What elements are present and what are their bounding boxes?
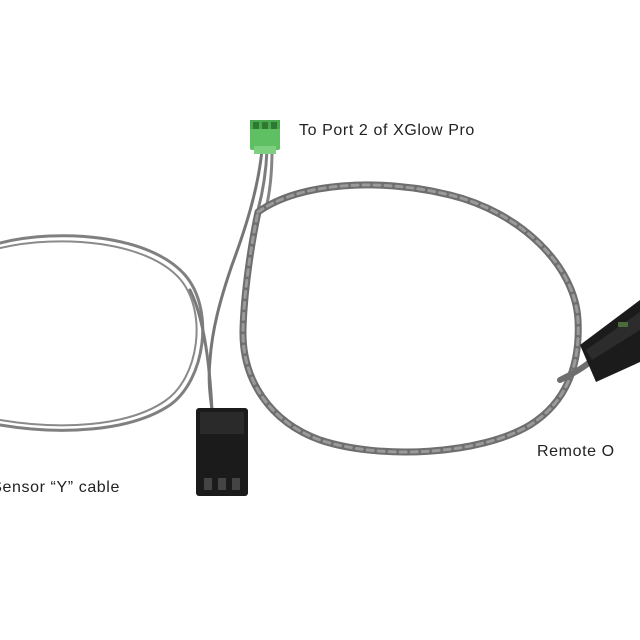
sensor-cable-loop xyxy=(0,234,214,432)
black-remote-connector xyxy=(580,300,640,382)
twisted-pair-loop xyxy=(239,181,593,456)
port-label: To Port 2 of XGlow Pro xyxy=(299,122,475,139)
green-terminal-connector xyxy=(250,120,280,154)
remote-label: Remote O xyxy=(537,443,615,460)
black-sensor-connector xyxy=(196,408,248,496)
terminal-lead-wires xyxy=(207,148,274,412)
sensor-cable-label: l Sensor “Y” cable xyxy=(0,479,120,496)
